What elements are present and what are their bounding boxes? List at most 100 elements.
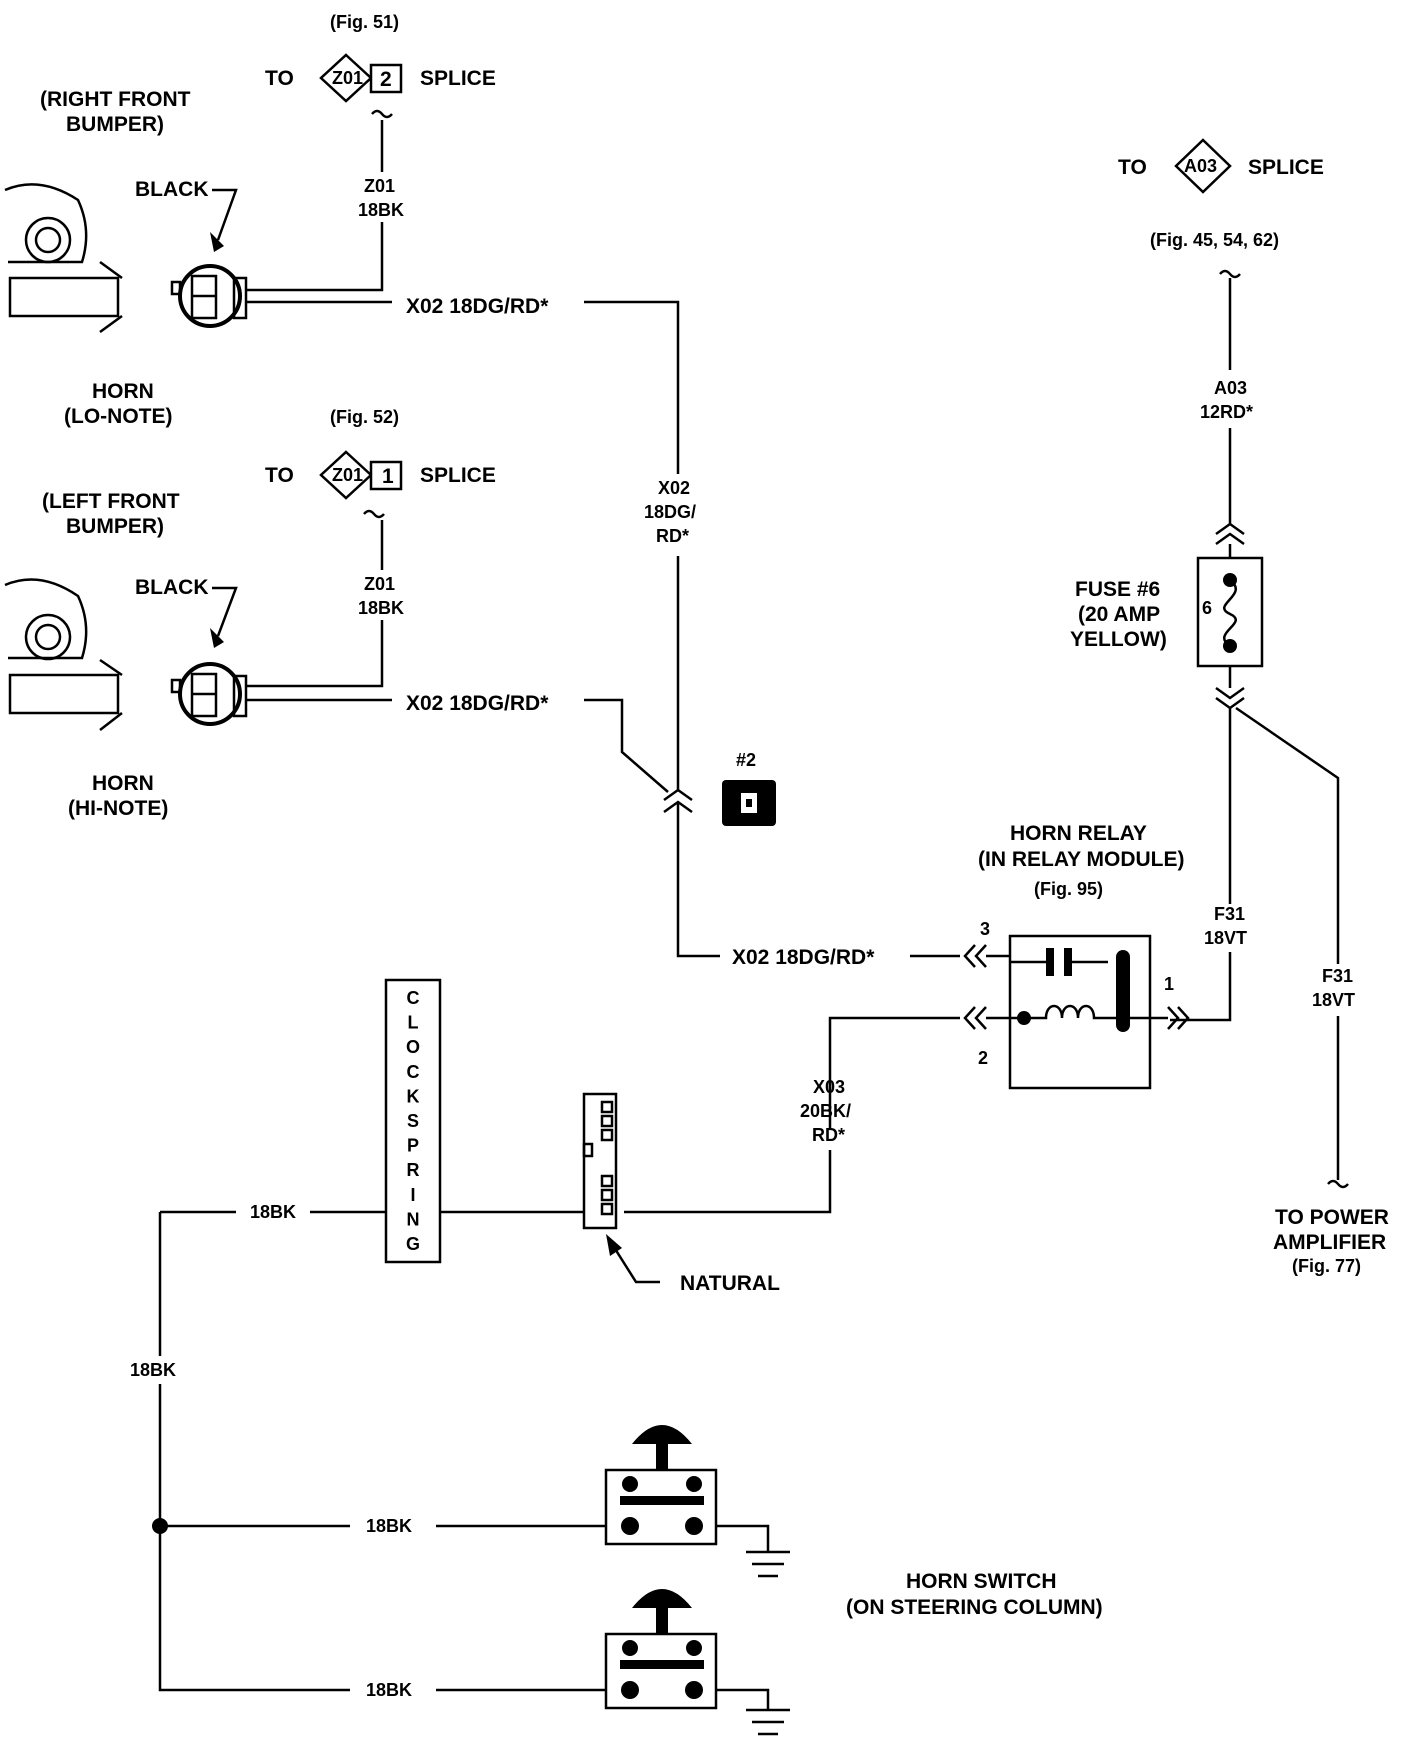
horn-switch-1-icon <box>604 1425 790 1578</box>
horn-hi-pointer-icon <box>212 586 238 637</box>
relay-pin3: 3 <box>980 919 990 939</box>
power-amp-line1: TO POWER <box>1275 1206 1389 1229</box>
horn-lo-ground-wire-1: Z01 <box>364 176 395 196</box>
bottom-splice-code: Z01 <box>332 465 363 485</box>
natural-pointer-head-icon <box>606 1234 622 1256</box>
horn-hi-connector-icon <box>170 662 248 726</box>
top-splice-code: Z01 <box>332 68 363 88</box>
relay-pin2-wire <box>828 1016 960 1130</box>
x03-line3: RD* <box>812 1125 845 1145</box>
a03-splice-diamond <box>1174 138 1232 194</box>
f31-a-line1: F31 <box>1214 904 1245 924</box>
horn-lo-note: (RIGHT FRONT BUMPER) BLACK HORN (LO-NOTE… <box>4 88 549 428</box>
horn-hi-ground-wire-2: 18BK <box>358 598 404 618</box>
horn-switch-line2: (ON STEERING COLUMN) <box>846 1596 1103 1619</box>
horn-lo-pointer-icon <box>212 188 238 241</box>
bk-wire-vertical: 18BK <box>130 1360 176 1380</box>
relay-line1: HORN RELAY <box>1010 822 1147 845</box>
clockspring-letter: C <box>407 988 420 1008</box>
clockspring-letter: C <box>407 1062 420 1082</box>
splice-2-upper-chevron <box>663 788 693 802</box>
clockspring-letter: I <box>410 1185 415 1205</box>
fuse-number: 6 <box>1202 598 1212 618</box>
horn-lo-location-1: (RIGHT FRONT <box>40 88 191 111</box>
relay-pin1-chevron-1 <box>1167 1006 1180 1030</box>
bottom-splice-fig: (Fig. 52) <box>330 407 399 427</box>
horn-lo-feed-wire-right <box>584 300 680 474</box>
relay-pin2-chevron-2 <box>974 1006 987 1030</box>
relay-pin1-chevron-2 <box>1177 1006 1190 1030</box>
fuse-6: 6 FUSE #6 (20 AMP YELLOW) <box>1070 556 1264 668</box>
horn-lo-ground-wire-2: 18BK <box>358 200 404 220</box>
x03-line1: X03 <box>813 1077 845 1097</box>
clockspring-box <box>384 978 442 1264</box>
a03-break-mark <box>1219 269 1241 279</box>
a03-splice-code: A03 <box>1184 156 1217 176</box>
bottom-splice-to: TO <box>265 464 294 487</box>
relay-fig: (Fig. 95) <box>1034 879 1103 899</box>
horn-hi-body-icon <box>4 578 123 731</box>
natural-label: NATURAL <box>680 1272 780 1295</box>
horn-switch-2-icon <box>604 1589 790 1736</box>
horn-lo-ground-wire <box>246 222 384 292</box>
horn-lo-name-1: HORN <box>92 380 154 403</box>
fuse-top-chevron-1 <box>1215 522 1245 536</box>
bk-vertical-wire-lower <box>158 1384 350 1692</box>
horn-hi-name-1: HORN <box>92 772 154 795</box>
relay-pin3-chevron-2 <box>974 944 987 968</box>
x03-line2: 20BK/ <box>800 1101 851 1121</box>
x02-vertical-line3: RD* <box>656 526 689 546</box>
clockspring-letter: N <box>407 1209 420 1229</box>
x02-vertical-wire-lower <box>676 802 720 958</box>
horn-lo-name-2: (LO-NOTE) <box>64 405 172 428</box>
power-amp-line2: AMPLIFIER <box>1273 1231 1386 1254</box>
bottom-splice-reference: (Fig. 52) TO Z01 1 SPLICE <box>265 407 496 519</box>
top-splice-pin: 2 <box>380 68 392 91</box>
splice-2-label: #2 <box>736 750 756 770</box>
relay-pin2-chevron-1 <box>963 1006 976 1030</box>
top-splice-splice: SPLICE <box>420 67 496 90</box>
bottom-splice-diamond <box>319 450 373 500</box>
power-amp-fig: (Fig. 77) <box>1292 1256 1361 1276</box>
f31-a-line2: 18VT <box>1204 928 1247 948</box>
clockspring-letter: R <box>407 1160 420 1180</box>
horn-hi-pointer-head-icon <box>210 628 224 648</box>
f31-b-line2: 18VT <box>1312 990 1355 1010</box>
horn-lo-location-2: BUMPER) <box>66 113 164 136</box>
top-splice-break-mark <box>371 109 393 119</box>
x03-wire <box>624 1150 832 1214</box>
fuse-bottom-chevron-1 <box>1215 686 1245 700</box>
fuse-element-icon <box>1222 579 1238 648</box>
fuse-line1: FUSE #6 <box>1075 578 1160 601</box>
a03-wire-line1: A03 <box>1214 378 1247 398</box>
horn-hi-location-2: BUMPER) <box>66 515 164 538</box>
top-splice-diamond <box>319 53 373 103</box>
a03-splice-to: TO <box>1118 156 1147 179</box>
relay-pin3-chevron-1 <box>963 944 976 968</box>
bk-wire-switch2: 18BK <box>366 1680 412 1700</box>
bottom-splice-splice: SPLICE <box>420 464 496 487</box>
horn-hi-feed-wire-right <box>584 698 669 793</box>
top-splice-reference: (Fig. 51) TO Z01 2 SPLICE <box>265 12 496 119</box>
horn-relay: HORN RELAY (IN RELAY MODULE) (Fig. 95) 3… <box>978 822 1185 1090</box>
clockspring-letter: S <box>407 1111 419 1131</box>
horn-hi-ground-wire-1: Z01 <box>364 574 395 594</box>
a03-splice-fig: (Fig. 45, 54, 62) <box>1150 230 1279 250</box>
top-splice-to: TO <box>265 67 294 90</box>
horn-lo-body-icon <box>4 183 123 334</box>
a03-splice-splice: SPLICE <box>1248 156 1324 179</box>
splice-2-connector-icon <box>722 780 776 826</box>
top-splice-fig: (Fig. 51) <box>330 12 399 32</box>
relay-line2: (IN RELAY MODULE) <box>978 848 1185 871</box>
horn-hi-connector-color: BLACK <box>135 576 209 599</box>
top-splice-pin-box <box>369 63 403 94</box>
clockspring-letter: O <box>406 1037 420 1057</box>
bottom-splice-pin: 1 <box>382 465 394 488</box>
a03-splice-reference: TO A03 SPLICE (Fig. 45, 54, 62) <box>1118 138 1324 279</box>
relay-contact-a-icon <box>1046 948 1054 976</box>
horn-lo-connector-color: BLACK <box>135 178 209 201</box>
natural-pointer-icon <box>610 1243 660 1284</box>
bottom-splice-pin-box <box>369 460 403 491</box>
